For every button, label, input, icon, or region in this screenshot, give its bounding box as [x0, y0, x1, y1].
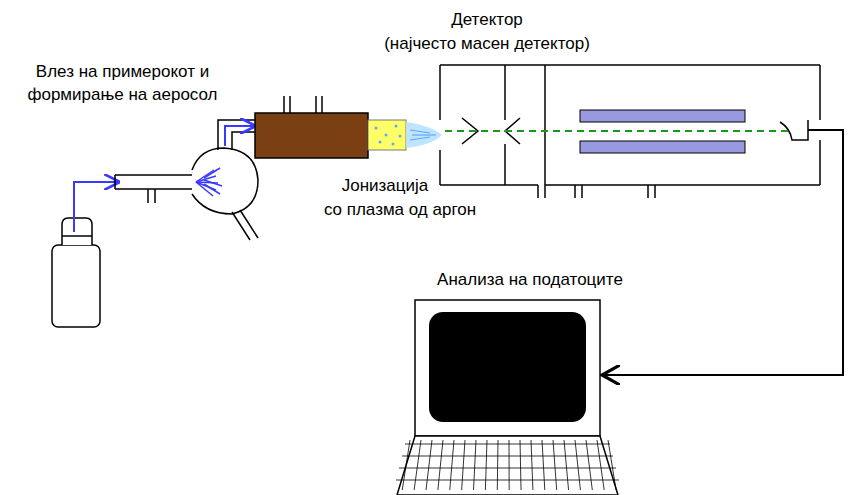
nebulizer [115, 175, 192, 203]
analysis-label: Анализа на податоците [437, 268, 623, 291]
ionization-label: Јонизација [342, 174, 429, 197]
transfer-tube [218, 120, 255, 150]
ionization-label: со плазма од аргон [324, 198, 476, 221]
sample-flow [74, 182, 118, 232]
quadrupole-rod [580, 110, 745, 122]
sample-bottle [52, 218, 100, 327]
ion-beam [445, 130, 790, 132]
detector-title: Детектор [451, 8, 523, 31]
mass-detector [440, 65, 820, 198]
plasma-torch [255, 96, 442, 158]
aerosol-flow [225, 126, 254, 146]
signal-line [602, 130, 843, 375]
quadrupole-rod [580, 141, 745, 153]
detector-subtitle: (најчесто масен детектор) [384, 32, 590, 55]
computer [396, 300, 619, 495]
spray-chamber [192, 148, 258, 240]
sample-label: Влез на примерокот и формирање на аеросо… [5, 60, 240, 106]
